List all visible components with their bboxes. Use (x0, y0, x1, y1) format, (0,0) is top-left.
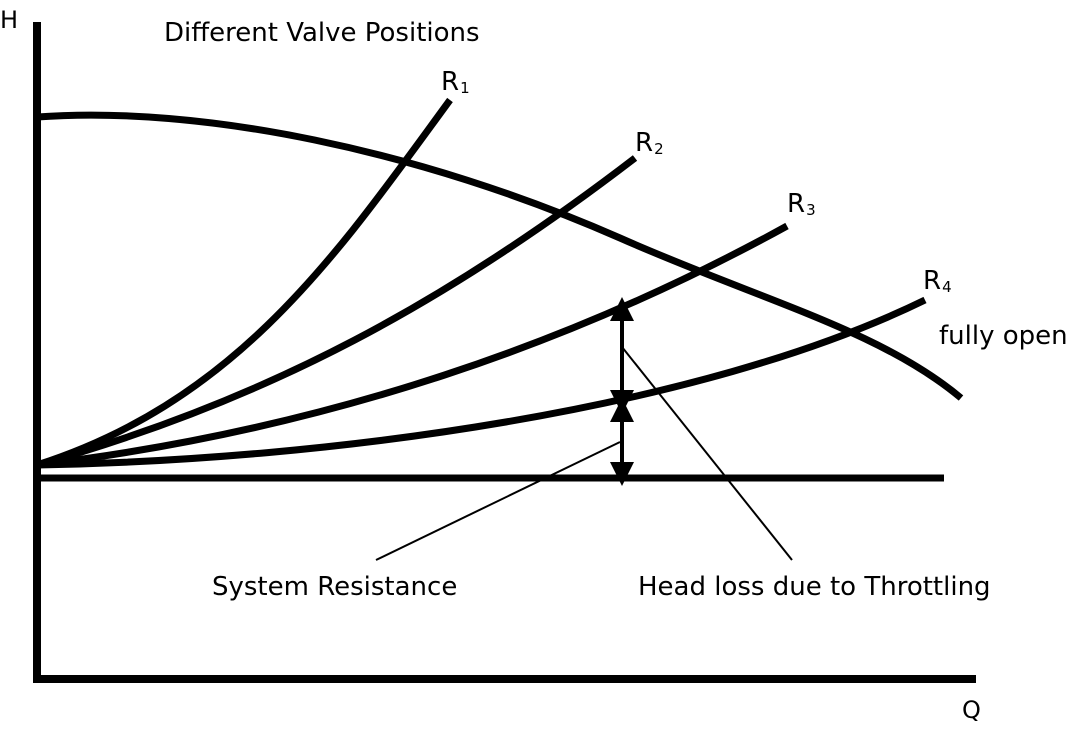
label-r2: R2 (635, 128, 664, 158)
label-r4: R4 (923, 266, 952, 296)
head-loss-leader (621, 346, 793, 561)
label-r3: R3 (787, 189, 816, 219)
pump-curve (36, 111, 964, 401)
pump-curve-label: fully open (939, 321, 1068, 351)
system-resistance-leader (375, 441, 621, 561)
x-axis-label: Q (962, 696, 981, 724)
label-r1: R1 (441, 67, 470, 97)
system-curve-r3 (36, 222, 789, 469)
system-resistance-label: System Resistance (212, 572, 458, 602)
system-curve-r1 (35, 97, 453, 469)
y-axis-label: H (0, 6, 19, 34)
diagram-title: Different Valve Positions (164, 18, 480, 48)
system-curve-r2 (36, 155, 638, 469)
head-loss-label: Head loss due to Throttling (638, 572, 991, 602)
system-curve-r4 (36, 296, 927, 469)
